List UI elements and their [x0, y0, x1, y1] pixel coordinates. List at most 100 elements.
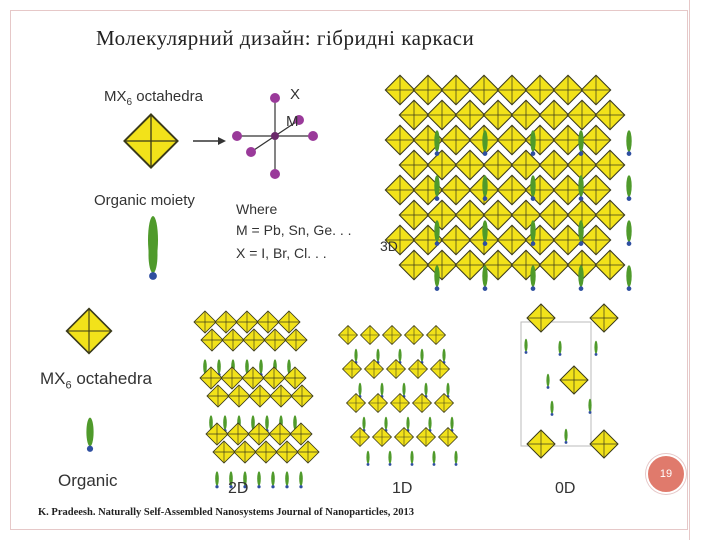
organic-1d: [420, 348, 424, 364]
octahedron-0d: [589, 303, 619, 333]
organic-3d: [578, 175, 584, 201]
dim-0d-label: 0D: [555, 480, 576, 497]
octahedron-3d: [440, 174, 472, 206]
slide-frame: [10, 10, 688, 530]
organic-3d: [626, 175, 632, 201]
octahedron-0d: [526, 429, 556, 459]
octahedron-1d: [434, 393, 454, 413]
organic-2d: [285, 471, 289, 489]
octahedron-1d: [408, 359, 428, 379]
octahedron-1d: [386, 359, 406, 379]
octahedron-3d: [482, 99, 514, 131]
octahedron-3d: [510, 199, 542, 231]
organic-1d: [398, 348, 402, 364]
octahedron-1d: [426, 325, 446, 345]
octahedron-3d: [594, 149, 626, 181]
octahedron-3d: [440, 224, 472, 256]
octahedron-3d: [482, 199, 514, 231]
octahedron-3d: [426, 199, 458, 231]
octahedron-3d: [580, 224, 612, 256]
organic-1d: [410, 450, 414, 466]
octahedron-3d: [468, 74, 500, 106]
octahedron-3d: [594, 199, 626, 231]
octahedron-3d: [510, 99, 542, 131]
octahedron-3d: [524, 224, 556, 256]
page-number-badge: 19: [646, 454, 686, 494]
octahedron-1d: [404, 325, 424, 345]
organic-2d: [271, 471, 275, 489]
octahedron-1d: [350, 427, 370, 447]
octahedron-3d: [454, 199, 486, 231]
organic-0d: [594, 340, 598, 356]
organic-3d: [530, 130, 536, 156]
octahedron-3d: [552, 74, 584, 106]
top-organic-stem: [148, 216, 158, 264]
octahedron-3d: [538, 249, 570, 281]
octahedron-3d: [384, 74, 416, 106]
dim-2d-label: 2D: [228, 480, 249, 497]
lattice-0d: [520, 303, 619, 459]
octahedron-1d: [438, 427, 458, 447]
organic-1d: [366, 450, 370, 466]
organic-1d: [358, 382, 362, 398]
organic-1d: [424, 382, 428, 398]
top-octahedra-label-rest: octahedra: [132, 88, 203, 105]
octahedron-3d: [594, 99, 626, 131]
slide-frame-edge: [689, 0, 698, 540]
octahedron-3d: [426, 249, 458, 281]
top-octahedra-label-main: MX: [104, 88, 127, 105]
octahedron-1d: [382, 325, 402, 345]
page-number: 19: [659, 468, 673, 480]
octahedron-3d: [580, 174, 612, 206]
organic-0d: [564, 428, 568, 444]
organic-1d: [362, 416, 366, 432]
organic-3d: [626, 220, 632, 246]
octahedron-3d: [412, 74, 444, 106]
organic-3d: [530, 265, 536, 291]
octahedron-3d: [524, 74, 556, 106]
organic-0d: [588, 398, 592, 414]
organic-3d: [434, 130, 440, 156]
octahedron-3d: [398, 149, 430, 181]
slide-title-text: Молекулярний дизайн: гібридні каркаси: [96, 26, 475, 50]
octahedron-3d: [538, 149, 570, 181]
bottom-octahedron-icon: [65, 307, 113, 355]
organic-moiety-label: Organic moiety: [94, 192, 195, 209]
octahedron-3d: [426, 149, 458, 181]
octahedron-3d: [524, 174, 556, 206]
bottom-organic-icon: [86, 417, 94, 452]
octahedron-1d: [430, 359, 450, 379]
citation: K. Pradeesh. Naturally Self-Assembled Na…: [38, 507, 414, 518]
octahedron-3d: [538, 99, 570, 131]
organic-1d: [446, 382, 450, 398]
slide-title: Молекулярний дизайн: гібридні каркаси: [96, 26, 474, 51]
organic-1d: [354, 348, 358, 364]
organic-1d: [454, 450, 458, 466]
octahedron-1d: [342, 359, 362, 379]
top-octahedron-icon: [123, 113, 179, 169]
octahedron-1d: [394, 427, 414, 447]
arrow-icon: [193, 137, 226, 145]
octahedron-3d: [496, 74, 528, 106]
lattice-2d: [193, 310, 320, 489]
bottom-octahedra-label: MX6 octahedra: [40, 369, 152, 391]
atom-m-label: M: [286, 113, 299, 130]
bottom-octahedra-label-main: MX: [40, 369, 66, 388]
organic-0d: [524, 338, 528, 354]
organic-2d: [257, 471, 261, 489]
octahedron-3d: [398, 249, 430, 281]
octahedron-1d: [390, 393, 410, 413]
dim-3d-label: 3D: [380, 238, 398, 254]
bottom-octahedra-label-sub: 6: [65, 379, 72, 392]
octahedron-3d: [482, 249, 514, 281]
organic-1d: [428, 416, 432, 432]
organic-1d: [406, 416, 410, 432]
top-octahedra-label-sub: 6: [126, 97, 133, 108]
octahedron-3d: [426, 99, 458, 131]
organic-3d: [482, 265, 488, 291]
organic-1d: [402, 382, 406, 398]
octahedron-3d: [580, 124, 612, 156]
dim-1d-label: 1D: [392, 480, 413, 497]
octahedron-3d: [398, 199, 430, 231]
octahedron-3d: [552, 224, 584, 256]
